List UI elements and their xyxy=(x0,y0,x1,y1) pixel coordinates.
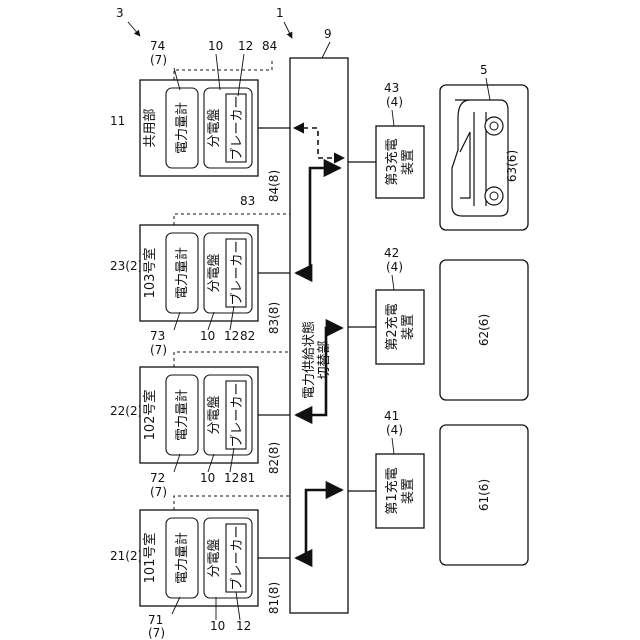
ref-label-system: 3 xyxy=(116,6,124,20)
power-supply-switching-unit xyxy=(290,58,348,613)
meter-ref: 74 xyxy=(150,39,165,53)
charger-label-1: 第2充電 xyxy=(384,303,400,350)
lead-line xyxy=(322,42,330,58)
meter-subref: (7) xyxy=(150,53,167,67)
meter-subref: (7) xyxy=(150,485,167,499)
vehicle-ref: 5 xyxy=(480,63,488,77)
comm-line-dashed xyxy=(174,214,290,225)
comm-line-ref: 82 xyxy=(240,329,255,343)
meter-ref: 71 xyxy=(148,613,163,627)
comm-line-dashed xyxy=(174,352,290,367)
board-ref: 10 xyxy=(200,471,215,485)
lead-line xyxy=(392,438,394,454)
distribution-board-label: 分電盤 xyxy=(207,108,222,147)
breaker-label: ブレーカー xyxy=(229,382,245,447)
power-line-ref: 81(8) xyxy=(267,582,281,614)
meter-subref: (7) xyxy=(148,626,165,640)
room-ref-21: 21(2) xyxy=(110,549,142,563)
distribution-board-label: 分電盤 xyxy=(207,253,222,292)
charger-ref: 41 xyxy=(384,409,399,423)
room-name-common: 共用部 xyxy=(143,108,158,147)
charger-ref: 42 xyxy=(384,246,399,260)
breaker-label: ブレーカー xyxy=(229,95,245,160)
charger-box-first xyxy=(376,454,424,528)
charger-subref: (4) xyxy=(386,95,403,109)
breaker-label: ブレーカー xyxy=(229,240,245,305)
charger-label-1: 第3充電 xyxy=(384,138,400,185)
lead-line xyxy=(128,22,140,36)
comm-line-ref: 81 xyxy=(240,471,255,485)
meter-ref: 73 xyxy=(150,329,165,343)
lead-line xyxy=(392,275,394,290)
power-meter-label: 電力量計 xyxy=(174,389,190,441)
board-ref: 10 xyxy=(210,619,225,633)
charger-box-third xyxy=(376,126,424,198)
parking-label: 63(6) xyxy=(505,150,519,182)
charger-label-1: 第1充電 xyxy=(384,467,400,514)
ref-label-device: 1 xyxy=(276,6,284,20)
breaker-ref: 12 xyxy=(224,329,239,343)
charger-label-2: 装置 xyxy=(401,478,416,504)
charger-subref: (4) xyxy=(386,260,403,274)
parking-label: 62(6) xyxy=(477,314,491,346)
lead-line xyxy=(392,110,394,126)
comm-line-dashed xyxy=(174,58,272,80)
power-meter-label: 電力量計 xyxy=(174,102,190,154)
breaker-ref: 12 xyxy=(224,471,239,485)
parking-label: 61(6) xyxy=(477,479,491,511)
room-ref-23: 23(2) xyxy=(110,259,142,273)
distribution-board-label: 分電盤 xyxy=(207,538,222,577)
charger-ref: 43 xyxy=(384,81,399,95)
comm-line-dashed xyxy=(174,496,290,510)
power-line-ref: 83(8) xyxy=(267,302,281,334)
board-ref: 10 xyxy=(208,39,223,53)
power-line-ref: 82(8) xyxy=(267,442,281,474)
switching-unit-ref: 9 xyxy=(324,27,332,41)
board-ref: 10 xyxy=(200,329,215,343)
switching-unit-label-1: 電力供給状態 xyxy=(301,321,317,399)
breaker-ref: 12 xyxy=(238,39,253,53)
distribution-board-label: 分電盤 xyxy=(207,395,222,434)
meter-ref: 72 xyxy=(150,471,165,485)
switching-unit-label-2: 切替部 xyxy=(317,340,332,379)
power-meter-label: 電力量計 xyxy=(174,247,190,299)
room-ref-22: 22(2) xyxy=(110,404,142,418)
room-name-101: 101号室 xyxy=(142,533,158,584)
comm-line-ref: 84 xyxy=(262,39,277,53)
charger-subref: (4) xyxy=(386,423,403,437)
room-name-102: 102号室 xyxy=(142,390,158,441)
lead-line xyxy=(284,22,292,38)
meter-subref: (7) xyxy=(150,343,167,357)
charger-label-2: 装置 xyxy=(401,149,416,175)
room-name-103: 103号室 xyxy=(142,248,158,299)
breaker-label: ブレーカー xyxy=(229,525,245,590)
power-line-ref: 84(8) xyxy=(267,170,281,202)
comm-line-ref: 83 xyxy=(240,194,255,208)
charger-label-2: 装置 xyxy=(401,314,416,340)
breaker-ref: 12 xyxy=(236,619,251,633)
power-meter-label: 電力量計 xyxy=(174,532,190,584)
room-ref-11: 11 xyxy=(110,114,125,128)
charger-box-second xyxy=(376,290,424,364)
